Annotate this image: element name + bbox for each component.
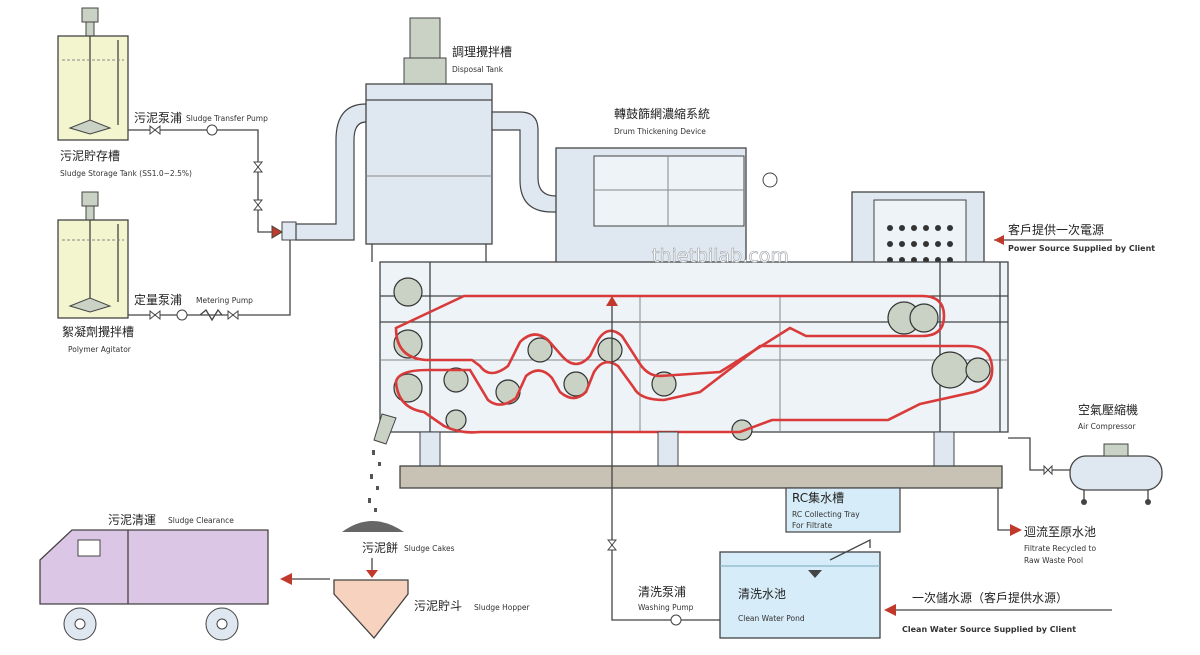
disposal-tank-cn: 調理攪拌槽 [452,44,512,59]
sludge-hopper [333,579,409,640]
metering-line [128,238,291,322]
filtrate-recycled-cn: 迴流至原水池 [1024,525,1096,539]
air-compressor-en: Air Compressor [1078,422,1137,431]
power-source-cn: 客戶提供一次電源 [1008,222,1104,237]
injection-valve [271,225,283,239]
sludge-hopper-cn: 污泥貯斗 [414,599,462,613]
sludge-clearance-en: Sludge Clearance [168,516,234,525]
filtrate-recycled-en2: Raw Waste Pool [1024,556,1083,565]
injection-fitting [281,221,297,241]
sludge-truck [39,529,269,641]
metering-pump-cn: 定量泵浦 [134,292,182,307]
polymer-agitator-en: Polymer Agitator [68,345,132,354]
watermark: thietbilab.com [652,245,789,267]
clean-water-pond-en: Clean Water Pond [738,614,805,623]
falling-sludge [342,450,404,532]
sludge-clearance-cn: 污泥清運 [108,513,156,527]
sludge-storage-tank-en: Sludge Storage Tank (SS1.0~2.5%) [60,169,192,178]
overflow-pipe [491,111,581,213]
washing-pump-en: Washing Pump [638,603,694,612]
sludge-transfer-line [128,124,290,233]
washing-line [606,296,720,626]
sludge-cakes-cn: 污泥餅 [362,540,398,555]
washing-pump-cn: 清洗泵浦 [638,585,686,599]
filtrate-arrow [1010,524,1022,536]
sludge-hopper-en: Sludge Hopper [474,603,530,612]
clean-water-source-en: Clean Water Source Supplied by Client [902,625,1076,634]
rc-tray-en2: For Filtrate [792,521,833,530]
rc-tray-en1: RC Collecting Tray [792,510,860,519]
clean-water-pond [719,538,881,639]
water-source-arrow [884,604,896,616]
disposal-tank-en: Disposal Tank [452,65,504,74]
upper-belt [394,294,946,378]
rc-collecting-tray [785,487,901,533]
metering-pump-en: Metering Pump [196,296,253,305]
power-source-en: Power Source Supplied by Client [1008,244,1155,253]
drum-thickening-en: Drum Thickening Device [614,127,706,136]
air-compressor-cn: 空氣壓縮機 [1078,402,1138,417]
polymer-agitator-cn: 絮凝劑攪拌槽 [62,324,134,339]
lower-belt [394,344,994,434]
power-arrow [994,235,1004,245]
filtrate-recycled-en1: Filtrate Recycled to [1024,544,1096,553]
clean-water-pond-cn: 清洗水池 [738,587,786,601]
disposal-tank [365,17,493,262]
polymer-agitator [57,191,129,319]
discharge-chute [373,413,397,445]
sludge-transfer-pump-en: Sludge Transfer Pump [186,114,268,123]
sludge-transfer-pump-cn: 污泥泵浦 [134,111,182,125]
sludge-storage-tank [57,7,129,141]
sludge-storage-tank-cn: 污泥貯存槽 [60,149,120,163]
drum-thickening-cn: 轉鼓篩網濃縮系統 [614,106,710,121]
hopper-inlet-arrow [366,570,378,578]
clean-water-source-cn: 一次儲水源（客戶提供水源） [912,590,1068,605]
clearance-arrow [280,573,292,585]
rc-tray-cn: RC集水槽 [792,490,844,505]
base-platform [399,465,1003,489]
sludge-cakes-en: Sludge Cakes [404,544,455,553]
feed-pipe [295,103,373,241]
air-compressor [1069,443,1163,505]
support-legs [419,431,955,467]
